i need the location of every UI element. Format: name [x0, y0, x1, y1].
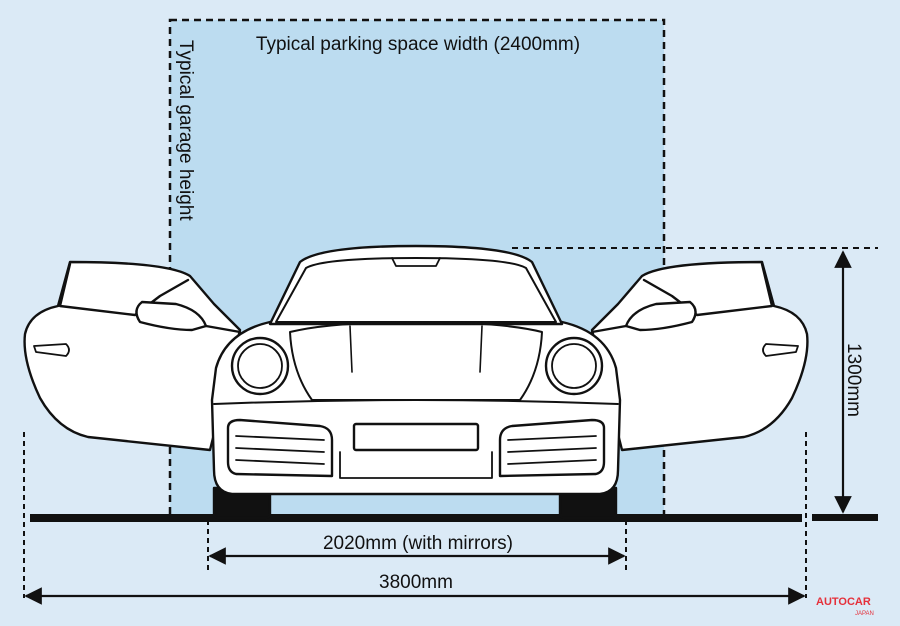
left-mirror-stalk [204, 324, 242, 334]
right-door-handle [762, 343, 799, 357]
left-intake-slats [235, 435, 325, 465]
hood [289, 321, 543, 401]
left-air-intake [226, 418, 334, 478]
left-mirror [135, 300, 208, 332]
lower-valance [339, 451, 493, 479]
right-headlight-inner [551, 343, 597, 389]
car-height-label: 1300mm [843, 343, 864, 417]
right-mirror-stalk [590, 324, 628, 334]
right-intake-slats [507, 435, 597, 465]
ground-line-right [812, 514, 878, 521]
right-air-intake [498, 418, 606, 478]
right-mirror [624, 300, 697, 332]
right-tyre [558, 486, 618, 520]
car-front-view [23, 244, 809, 520]
front-bumper [213, 399, 619, 405]
left-headlight-inner [237, 343, 283, 389]
right-door-window [642, 262, 774, 317]
windscreen [275, 257, 557, 323]
left-tyre [212, 486, 272, 520]
parking-width-label: Typical parking space width (2400mm) [256, 34, 580, 55]
windscreen-top-tab [391, 257, 441, 267]
hood-crease [349, 325, 353, 373]
number-plate [352, 422, 480, 452]
watermark-region: JAPAN [855, 611, 874, 617]
door-width-label: 3800mm [379, 572, 453, 593]
ground-line [30, 514, 802, 522]
mirror-width-label: 2020mm (with mirrors) [323, 533, 513, 554]
hood-crease-right [479, 325, 483, 373]
watermark-brand: AUTOCAR [816, 596, 871, 608]
garage-height-label: Typical garage height [175, 40, 196, 221]
left-door-window [58, 262, 190, 317]
autocar-japan-logo: AUTOCAR JAPAN [816, 596, 874, 617]
left-door-handle [33, 343, 70, 357]
